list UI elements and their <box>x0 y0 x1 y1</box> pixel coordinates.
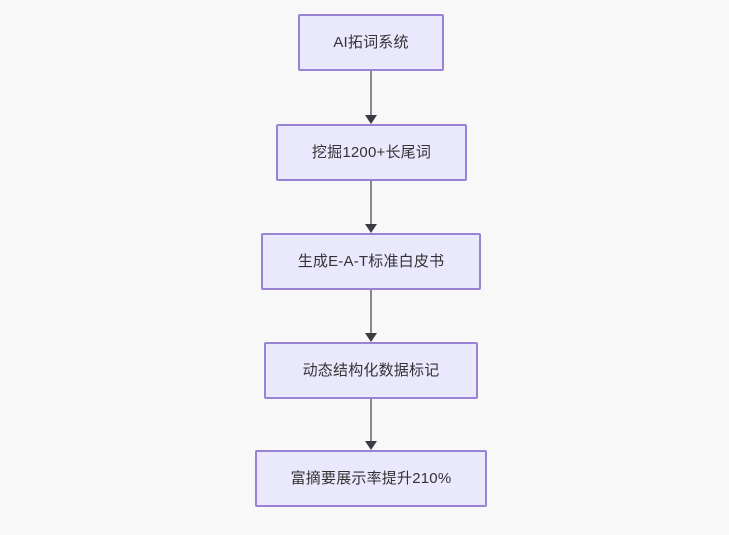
flow-edge-4-arrowhead-icon <box>365 441 377 450</box>
flow-node-label: AI拓词系统 <box>333 34 409 51</box>
flow-node-dynamic-structured-data-markup[interactable]: 动态结构化数据标记 <box>264 342 478 399</box>
flow-node-rich-snippet-impression-lift[interactable]: 富摘要展示率提升210% <box>255 450 487 507</box>
flow-node-label: 动态结构化数据标记 <box>302 362 440 379</box>
flow-edge-3-connector <box>370 290 372 339</box>
flow-node-mine-longtail-keywords[interactable]: 挖掘1200+长尾词 <box>276 124 467 181</box>
flow-edge-2-arrowhead-icon <box>365 224 377 233</box>
flow-node-label: 挖掘1200+长尾词 <box>311 144 432 161</box>
flow-edge-2-connector <box>370 181 372 230</box>
flow-node-generate-eat-whitepaper[interactable]: 生成E-A-T标准白皮书 <box>261 233 481 290</box>
flow-node-label: 富摘要展示率提升210% <box>290 470 452 487</box>
flow-node-label: 生成E-A-T标准白皮书 <box>297 253 445 270</box>
flow-node-ai-keyword-system[interactable]: AI拓词系统 <box>298 14 444 71</box>
flow-edge-1-connector <box>370 71 372 121</box>
flow-edge-4-connector <box>370 399 372 447</box>
flow-edge-3-arrowhead-icon <box>365 333 377 342</box>
flow-edge-1-arrowhead-icon <box>365 115 377 124</box>
